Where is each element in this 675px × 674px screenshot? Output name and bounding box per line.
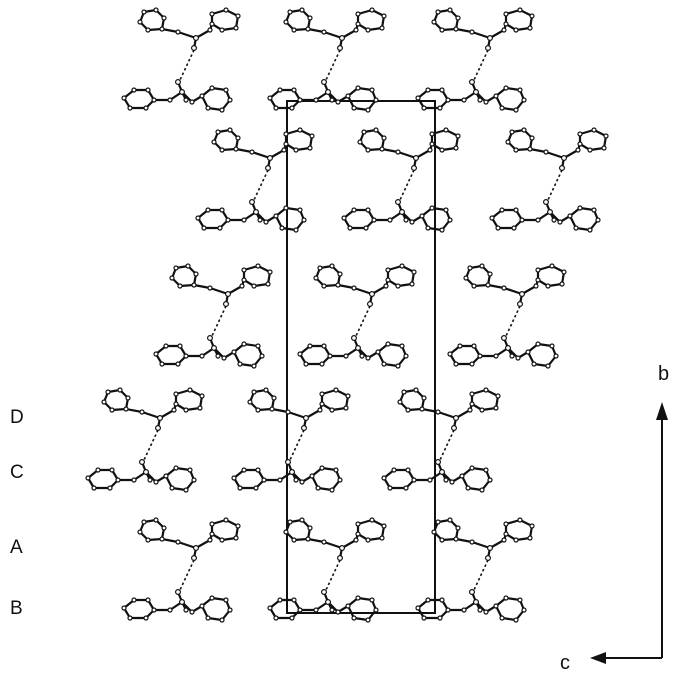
row-label-d: D — [10, 407, 24, 428]
row-label-b: B — [10, 598, 23, 619]
molecule-pair — [416, 518, 534, 622]
molecule-pair — [86, 388, 204, 492]
b-axis-arrowhead — [656, 402, 668, 420]
c-axis-arrowhead — [590, 652, 606, 664]
molecule-pair — [298, 264, 416, 368]
c-axis-label: c — [560, 652, 570, 674]
row-label-c: C — [10, 462, 24, 483]
molecule-pair — [268, 8, 386, 112]
molecule-pair — [154, 264, 272, 368]
molecule-pair — [232, 388, 350, 492]
molecule-pair — [122, 8, 240, 112]
unit-cell-outline — [286, 100, 436, 614]
molecule-pair — [196, 128, 314, 232]
b-axis-label: b — [658, 363, 669, 385]
molecule-pair — [122, 518, 240, 622]
molecule-pair — [448, 264, 566, 368]
molecule-pair — [342, 128, 460, 232]
molecule-pair — [416, 8, 534, 112]
molecule-pair — [268, 518, 386, 622]
molecule-pair — [490, 128, 608, 232]
molecule-pair — [382, 388, 500, 492]
row-label-a: A — [10, 537, 23, 558]
axis-indicator: b c — [560, 363, 669, 674]
